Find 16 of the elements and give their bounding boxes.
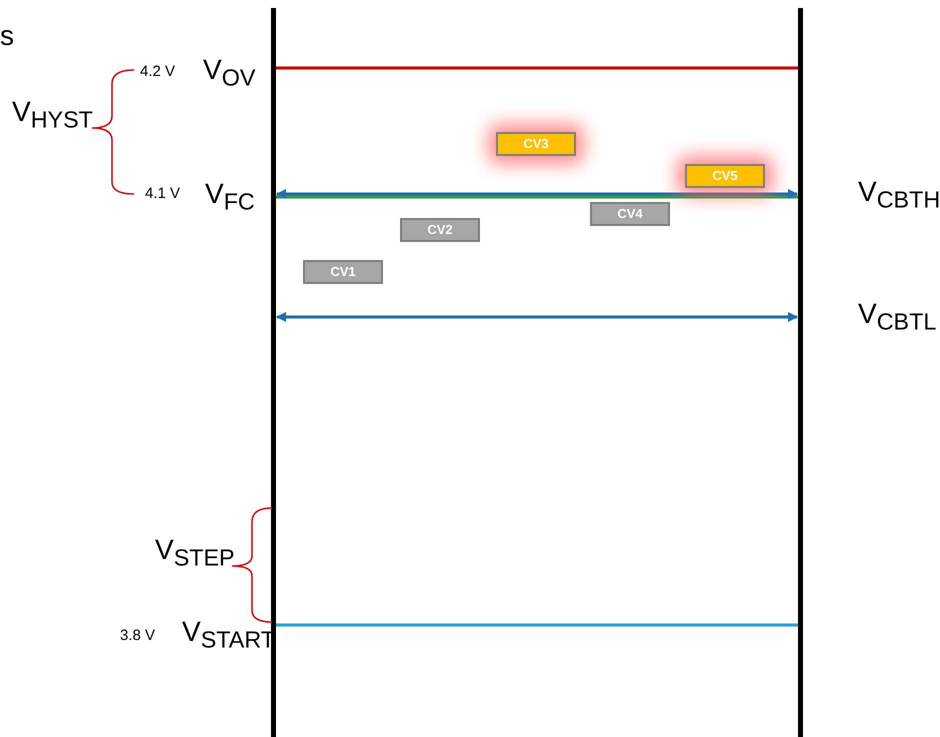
cell-voltage-box: CV2 <box>400 218 480 242</box>
voltage-value: 4.2 V <box>140 64 176 79</box>
cell-voltage-box: CV3 <box>496 132 576 156</box>
voltage-value: 3.8 V <box>120 628 156 643</box>
heading-fragment: s <box>0 22 14 50</box>
cell-voltage-box: CV1 <box>303 260 383 284</box>
level-label: V$_{HYST}$ <box>12 98 93 132</box>
level-label: V$_{CBTL}$ <box>858 300 936 334</box>
cell-voltage-box: CV4 <box>590 202 670 226</box>
level-label: V$_{CBTH}$ <box>858 178 940 212</box>
level-label: V$_{OV}$ <box>203 56 256 90</box>
cell-voltage-box: CV5 <box>685 164 765 188</box>
voltage-value: 4.1 V <box>145 186 180 201</box>
level-label: V$_{START}$ <box>182 618 276 652</box>
level-label: V$_{STEP}$ <box>155 536 235 570</box>
level-label: V$_{FC}$ <box>205 180 255 214</box>
